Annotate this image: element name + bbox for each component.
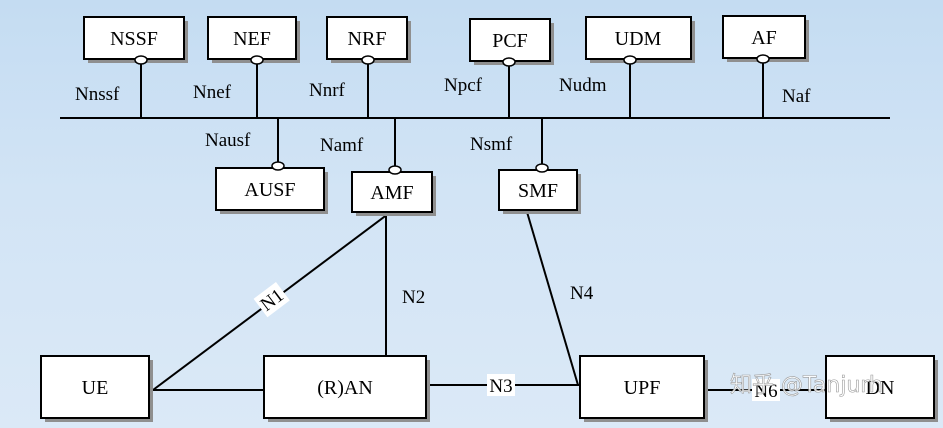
pcf-port [502,57,516,67]
pcf-label: PCF [492,30,528,52]
nrf-node: NRF [326,16,411,63]
smf-label: SMF [518,180,558,202]
ue-node: UE [40,355,153,422]
amf-node: AMF [351,171,436,216]
ausf-port [271,161,285,171]
n1-label: N1 [257,285,288,316]
n4-line [526,211,579,386]
udm-node: UDM [585,16,695,63]
af-node: AF [722,15,809,62]
nausf-label: Nausf [205,130,251,151]
ausf-label: AUSF [244,179,295,201]
dn-label: DN [866,377,895,399]
nef-port [250,55,264,65]
nnef-label: Nnef [193,82,232,103]
dn-node: DN [825,355,938,422]
nrf-label: NRF [348,28,387,50]
n1-tag: N1 [253,281,290,318]
nssf-port [134,55,148,65]
af-port [756,54,770,64]
nnrf-label: Nnrf [309,80,346,101]
n4-label: N4 [570,283,594,304]
ran-node: (R)AN [263,355,430,422]
af-label: AF [751,27,777,49]
ue-label: UE [82,377,109,399]
naf-label: Naf [782,86,811,107]
watermark-text: 知乎 @Tanjurh [730,373,883,398]
upf-node: UPF [579,355,708,422]
nudm-label: Nudm [559,75,607,96]
amf-port [388,165,402,175]
udm-label: UDM [615,28,662,50]
pcf-node: PCF [469,18,554,65]
ausf-node: AUSF [215,167,328,214]
nef-label: NEF [233,28,271,50]
udm-port [623,55,637,65]
nsmf-label: Nsmf [470,134,513,155]
n6-tag: N6 [752,379,780,402]
nrf-port [361,55,375,65]
smf-node: SMF [498,169,581,214]
smf-port [535,163,549,173]
amf-label: AMF [370,182,413,204]
n2-label: N2 [402,287,425,308]
namf-label: Namf [320,135,364,156]
nnssf-label: Nnssf [75,84,120,105]
ran-label: (R)AN [317,377,373,399]
upf-label: UPF [624,377,661,399]
n6-label: N6 [754,381,777,402]
nssf-node: NSSF [83,16,188,63]
nssf-label: NSSF [110,28,158,50]
n3-tag: N3 [487,374,515,397]
npcf-label: Npcf [444,75,483,96]
n3-label: N3 [489,376,512,397]
